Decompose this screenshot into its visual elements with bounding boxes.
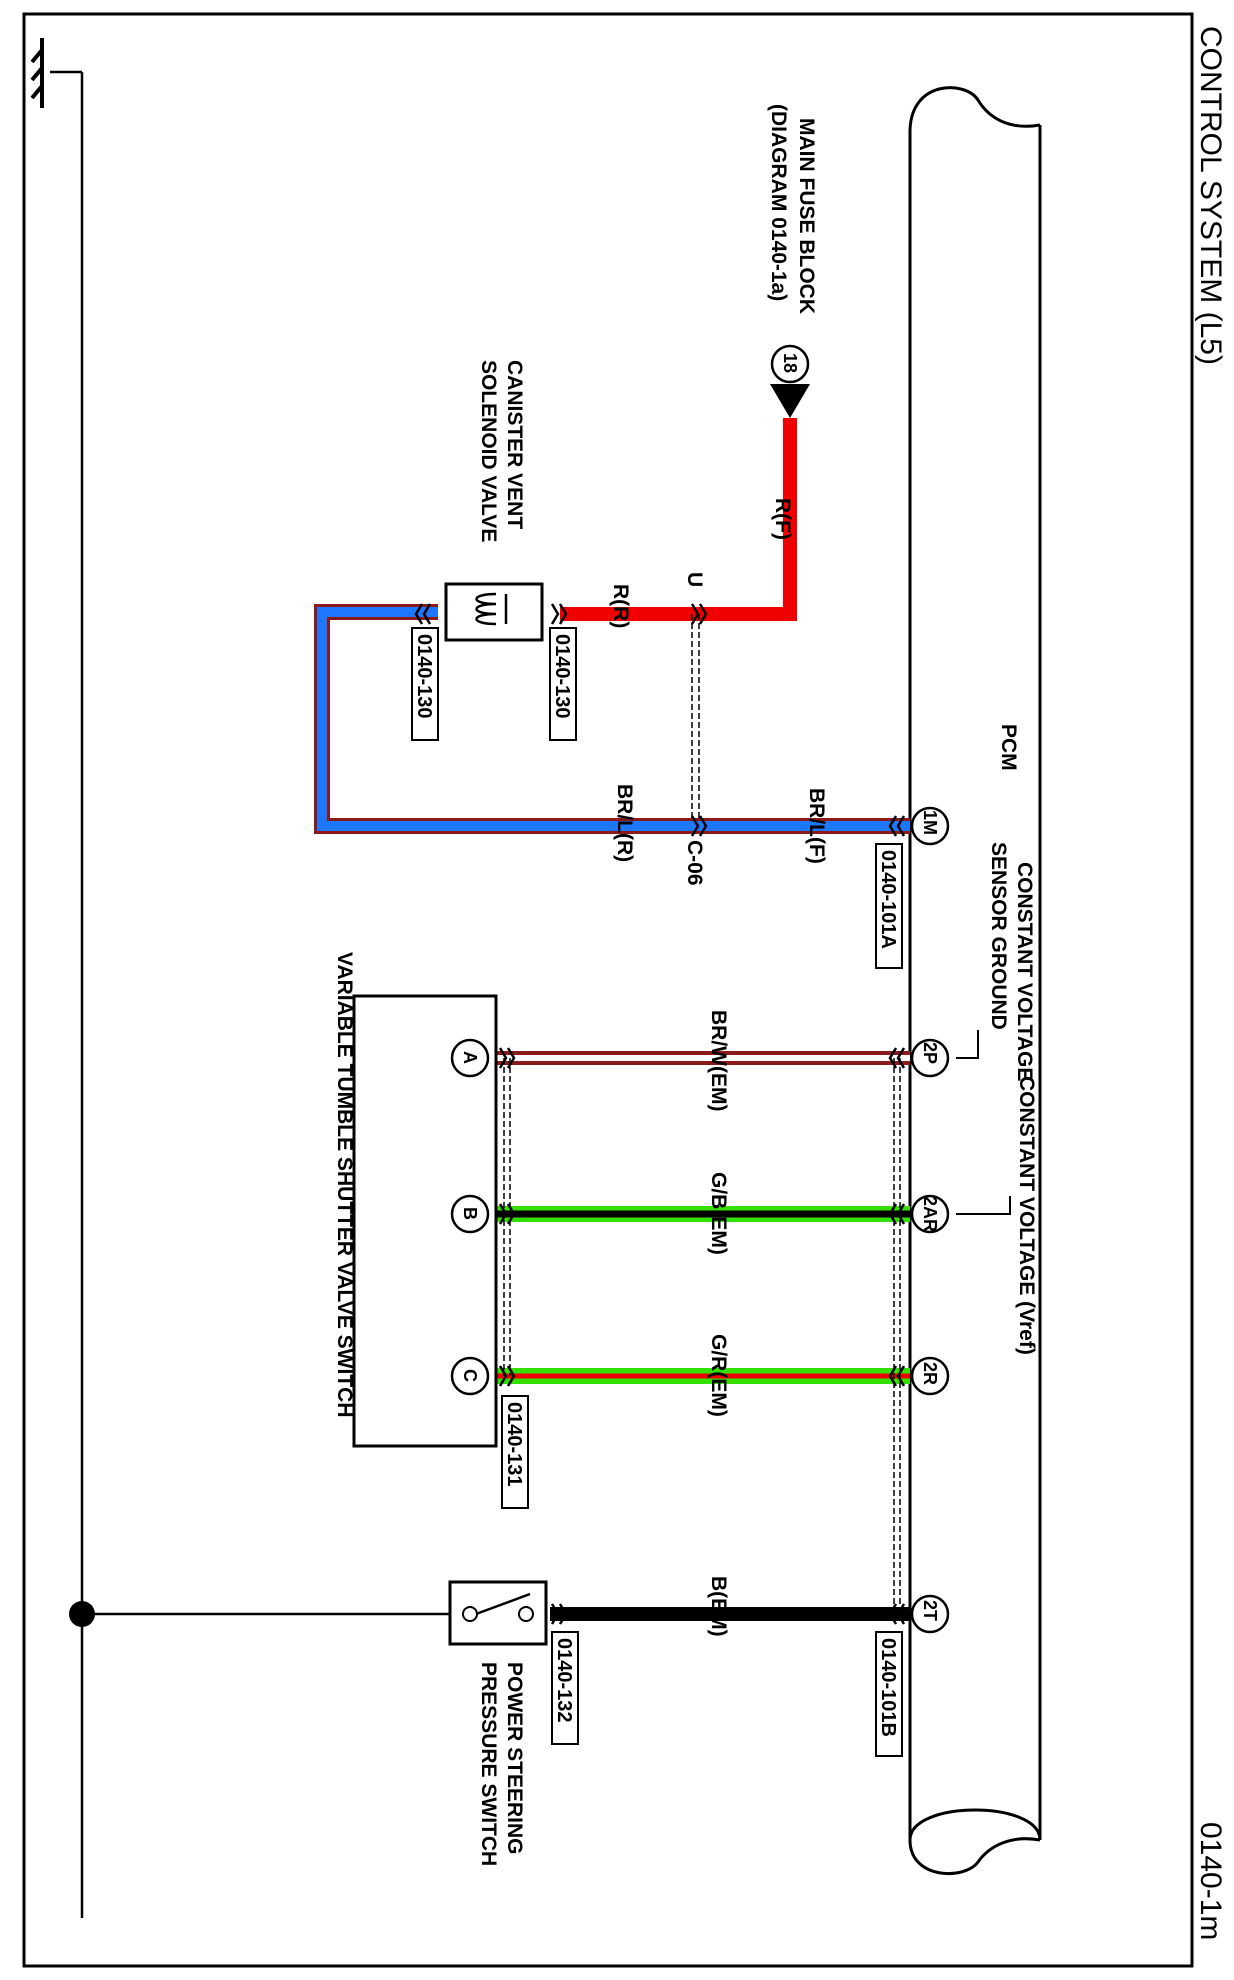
pin-1m bbox=[910, 806, 950, 846]
wire-brlr-label: BR/L(R) bbox=[613, 784, 636, 862]
ps-label-2: PRESSURE SWITCH bbox=[477, 1662, 500, 1866]
pin-b bbox=[450, 1194, 490, 1234]
connector-c2: 0140-101B bbox=[877, 1638, 899, 1737]
solenoid-coil-icon bbox=[475, 592, 508, 626]
fuse-number: 18 bbox=[780, 353, 800, 373]
cv-ground-label-1: CONSTANT VOLTAGE bbox=[1013, 862, 1036, 1081]
wire-brl-loop-inner bbox=[317, 607, 910, 831]
wire-brlf-label: BR/L(F) bbox=[805, 788, 828, 864]
vref-arrow bbox=[956, 1196, 1011, 1215]
pin-2ar-label: 2AR bbox=[920, 1196, 940, 1232]
ps-label-1: POWER STEERING bbox=[503, 1662, 526, 1855]
pin-2t bbox=[910, 1594, 950, 1634]
page-frame bbox=[22, 12, 1194, 1968]
wire-gr-label: G/R(EM) bbox=[707, 1334, 730, 1417]
connector-c5: 0140-131 bbox=[503, 1402, 525, 1487]
ps-contact-1 bbox=[462, 1606, 478, 1622]
canister-label-2: SOLENOID VALVE bbox=[477, 360, 500, 542]
wire-b-label: B(EM) bbox=[707, 1576, 730, 1637]
pin-2r-label: 2R bbox=[920, 1362, 940, 1385]
pin-2t-label: 2T bbox=[920, 1600, 940, 1621]
pin-a bbox=[450, 1038, 490, 1078]
vref-label: CONSTANT VOLTAGE (Vref) bbox=[1015, 1076, 1038, 1355]
connector-c2-box bbox=[875, 1631, 903, 1757]
ps-switch-icon bbox=[475, 1592, 531, 1616]
fuse-arrow-icon bbox=[770, 384, 810, 418]
connector-c6-box bbox=[551, 1631, 579, 1745]
pin-2p bbox=[910, 1038, 950, 1078]
pin-2p-label: 2P bbox=[920, 1042, 940, 1064]
page-title: CONTROL SYSTEM (L5) bbox=[1194, 26, 1227, 365]
canister-solenoid-body bbox=[444, 582, 544, 642]
pcm-body bbox=[908, 86, 1042, 1841]
wire-brw-label: BR/W(EM) bbox=[707, 1010, 730, 1111]
connector-c1: 0140-101A bbox=[877, 850, 899, 949]
connector-c5-box bbox=[501, 1395, 529, 1509]
tumble-switch-label: VARIABLE TUMBLE SHUTTER VALVE SWITCH bbox=[333, 952, 356, 1418]
connector-c3: 0140-130 bbox=[551, 634, 573, 719]
joint-c06: C-06 bbox=[683, 840, 706, 886]
ground-symbol-icon bbox=[30, 38, 44, 108]
connector-c4-box bbox=[411, 627, 439, 741]
connector-c1-box bbox=[875, 843, 903, 969]
wire-u-label: U bbox=[683, 572, 706, 587]
wire-gb-label: G/B(EM) bbox=[707, 1172, 730, 1255]
pin-2ar bbox=[910, 1194, 950, 1234]
canister-label-1: CANISTER VENT bbox=[503, 360, 526, 529]
pin-a-label: A bbox=[460, 1051, 480, 1064]
page-code: 0140-1m bbox=[1194, 1822, 1227, 1940]
main-fuse-label-1: MAIN FUSE BLOCK bbox=[795, 118, 818, 314]
fuse-number-circle bbox=[770, 344, 810, 384]
cv-ground-label-2: SENSOR GROUND bbox=[987, 842, 1010, 1030]
wire-rr-label: R(R) bbox=[609, 584, 632, 628]
connector-c4: 0140-130 bbox=[413, 634, 435, 719]
chevrons bbox=[414, 603, 906, 1625]
wire-rf-label: R(F) bbox=[771, 498, 794, 540]
pin-b-label: B bbox=[460, 1207, 480, 1220]
pin-2r bbox=[910, 1356, 950, 1396]
ps-contact-2 bbox=[518, 1606, 534, 1622]
pin-c bbox=[450, 1356, 490, 1396]
pin-c-label: C bbox=[460, 1369, 480, 1382]
main-fuse-label-2: (DIAGRAM 0140-1a) bbox=[767, 104, 790, 301]
pcm-bottom-wave bbox=[908, 1837, 1041, 1875]
connector-c6: 0140-132 bbox=[553, 1638, 575, 1723]
ground-splice bbox=[69, 1601, 95, 1627]
cv-ground-arrow bbox=[956, 1030, 979, 1059]
connector-c3-box bbox=[549, 627, 577, 741]
pcm-label: PCM bbox=[997, 724, 1020, 771]
pin-1m-label: 1M bbox=[920, 810, 940, 835]
